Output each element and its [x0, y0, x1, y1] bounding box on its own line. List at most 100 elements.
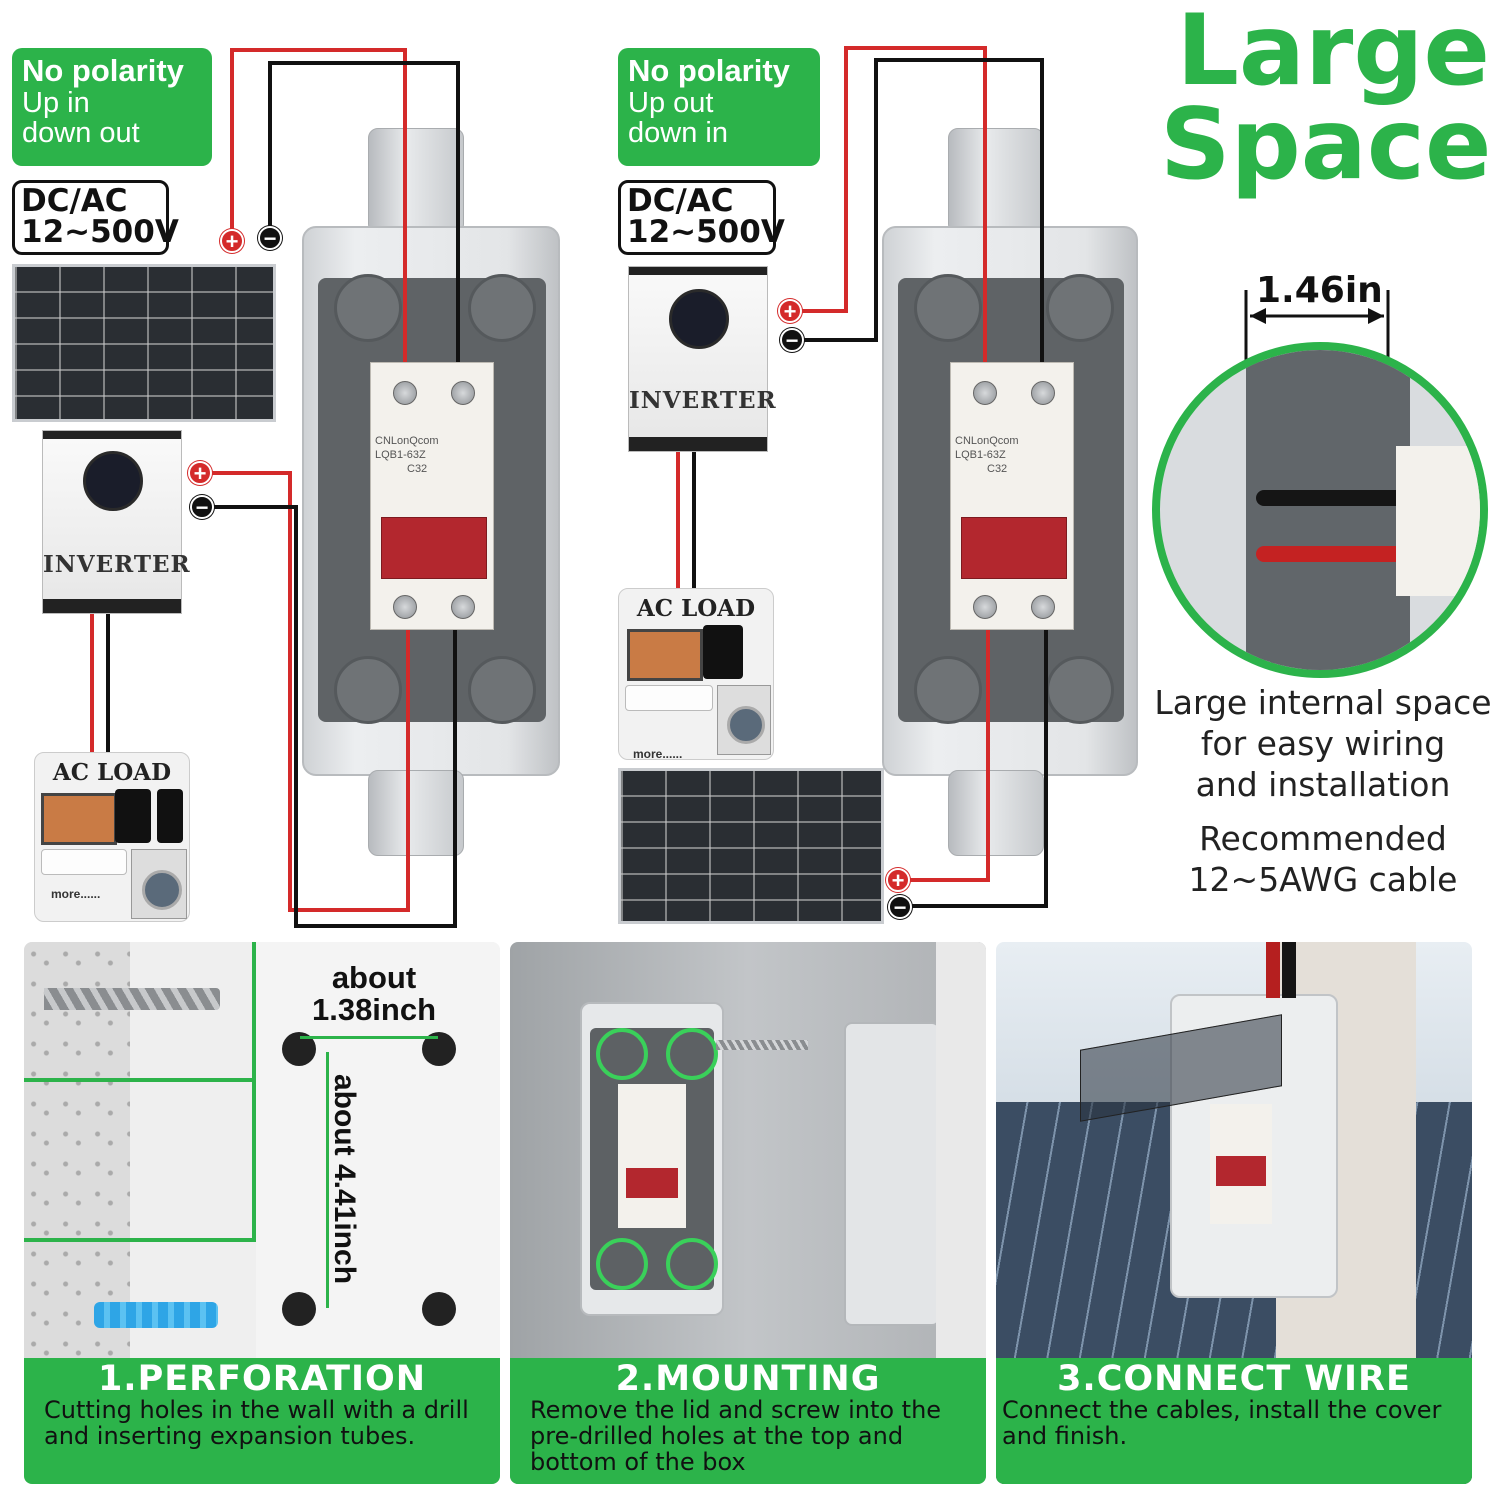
- knockout-bottom-left: [334, 656, 402, 724]
- right-polarity-line-1: Up out: [628, 87, 714, 119]
- inverter-top-bar: [629, 267, 767, 275]
- right-ac-load-title: AC LOAD: [636, 595, 756, 622]
- detail-breaker-edge: [1396, 446, 1480, 596]
- left-polarity-title: No polarity: [22, 53, 184, 88]
- cable-top: [1266, 942, 1280, 998]
- detail-zoom-circle: [1152, 342, 1488, 678]
- right-inverter-label: INVERTER: [629, 387, 777, 414]
- right-polarity-title: No polarity: [628, 53, 790, 88]
- knockout-top-right: [468, 274, 536, 342]
- right-inverter-plus-terminal: +: [778, 299, 802, 323]
- right-ac-load-more: more......: [633, 747, 683, 761]
- drill-hole: [282, 1292, 316, 1326]
- detail-desc-line-2: for easy wiring: [1200, 724, 1446, 763]
- right-polarity-tag: No polarity Up out down in: [618, 48, 820, 166]
- left-ac-load-more: more......: [51, 887, 101, 901]
- right-solar-panel: [618, 768, 884, 924]
- terminal-screw: [973, 381, 997, 405]
- right-voltage-line-1: DC/AC: [627, 183, 734, 219]
- hole-width-arrow: [300, 1036, 438, 1039]
- drill-hole: [422, 1292, 456, 1326]
- left-breaker-handle[interactable]: [381, 517, 487, 579]
- step-mounting-desc-2: pre-drilled holes at the top and: [530, 1422, 904, 1450]
- headline-line-2: Space: [1160, 88, 1492, 202]
- right-bottom-cable-gland: [948, 770, 1044, 856]
- drill-bit-icon: [44, 988, 220, 1010]
- step-connect-desc-1: Connect the cables, install the cover: [1002, 1396, 1442, 1424]
- left-breaker-model: LQB1-63Z: [375, 449, 426, 461]
- left-ac-load-title: AC LOAD: [52, 759, 172, 786]
- terminal-screw: [451, 595, 475, 619]
- terminal-screw: [393, 595, 417, 619]
- wall-cross-section: [24, 942, 130, 1362]
- tablet-icon: [703, 625, 743, 679]
- right-breaker-handle[interactable]: [961, 517, 1067, 579]
- screw-icon: [716, 1040, 808, 1050]
- left-breaker: CNLonQcom LQB1-63Z C32: [370, 362, 494, 630]
- right-voltage-line-2: 12~500V: [627, 214, 785, 250]
- right-breaker: CNLonQcom LQB1-63Z C32: [950, 362, 1074, 630]
- left-polarity-line-1: Up in: [22, 87, 90, 119]
- inverter-display: [669, 289, 729, 349]
- right-inverter: INVERTER: [628, 266, 777, 452]
- tablet-icon: [115, 789, 151, 843]
- hole-width-line-1: about: [331, 960, 417, 995]
- terminal-screw: [451, 381, 475, 405]
- detail-black-cable: [1256, 490, 1406, 506]
- hole-height-label: about 4.41inch: [328, 1073, 361, 1285]
- left-voltage-line-2: 12~500V: [21, 214, 179, 250]
- right-breaker-rating: C32: [987, 463, 1008, 475]
- terminal-screw: [1031, 381, 1055, 405]
- step-perforation-title: 1.PERFORATION: [97, 1359, 427, 1399]
- knockout-top-left: [334, 274, 402, 342]
- step-mounting-title: 2.MOUNTING: [615, 1359, 881, 1399]
- knockout-top-left: [914, 274, 982, 342]
- left-inverter-plus-terminal: +: [188, 461, 212, 485]
- left-solar-panel: [12, 264, 276, 422]
- right-inverter-minus-terminal: −: [780, 328, 804, 352]
- washing-machine-icon: [717, 685, 771, 755]
- hole-width-line-2: 1.38inch: [311, 992, 437, 1027]
- step-connect-desc-2: and finish.: [1002, 1422, 1128, 1450]
- air-conditioner-icon: [41, 849, 127, 875]
- left-voltage-tag: DC/AC 12~500V: [12, 180, 179, 255]
- step-connect-card: 3.CONNECT WIRE Connect the cables, insta…: [996, 942, 1472, 1484]
- knockout-bottom-right: [1046, 656, 1114, 724]
- left-bottom-cable-gland: [368, 770, 464, 856]
- inverter-top-bar: [43, 431, 181, 439]
- step-perforation-bar: 1.PERFORATION Cutting holes in the wall …: [24, 1358, 500, 1484]
- knockout-bottom-right: [468, 656, 536, 724]
- screw-hole-marker: [666, 1028, 718, 1080]
- left-breaker-brand: CNLonQcom: [375, 435, 439, 447]
- step-perforation-desc-2: and inserting expansion tubes.: [44, 1422, 416, 1450]
- detail-red-cable: [1256, 546, 1406, 562]
- cable-line-2: 12~5AWG cable: [1188, 860, 1458, 899]
- hole-height-arrow: [326, 1052, 329, 1308]
- step-perforation-desc-1: Cutting holes in the wall with a drill: [44, 1396, 469, 1424]
- green-guide-lines-2: [24, 1238, 252, 1242]
- right-polarity-line-2: down in: [628, 117, 728, 149]
- cable-recommendation: Recommended 12~5AWG cable: [1150, 818, 1496, 900]
- detail-width-label: 1.46in: [1256, 270, 1383, 311]
- hole-width-label: about 1.38inch: [294, 962, 454, 1026]
- terminal-screw: [1031, 595, 1055, 619]
- detail-desc-line-1: Large internal space: [1154, 683, 1492, 722]
- right-panel-minus-terminal: −: [888, 895, 912, 919]
- left-breaker-rating: C32: [407, 463, 428, 475]
- green-guide-vertical: [252, 942, 256, 1242]
- step-mounting-bar: 2.MOUNTING Remove the lid and screw into…: [510, 1358, 986, 1484]
- step-connect-bar: 3.CONNECT WIRE Connect the cables, insta…: [996, 1358, 1472, 1484]
- inverter-display: [83, 451, 143, 511]
- cable-top: [1282, 942, 1296, 998]
- right-voltage-tag: DC/AC 12~500V: [618, 180, 785, 255]
- left-polarity-line-2: down out: [22, 117, 140, 149]
- left-voltage-line-1: DC/AC: [21, 183, 128, 219]
- step-connect-title: 3.CONNECT WIRE: [1057, 1359, 1411, 1399]
- screw-hole-marker: [666, 1238, 718, 1290]
- air-conditioner-icon: [625, 685, 713, 711]
- detail-box-interior: [1246, 350, 1410, 670]
- right-top-cable-gland: [948, 128, 1044, 234]
- step-mounting-desc-3: bottom of the box: [530, 1448, 746, 1476]
- screw-hole-marker: [596, 1028, 648, 1080]
- washing-machine-icon: [131, 849, 187, 919]
